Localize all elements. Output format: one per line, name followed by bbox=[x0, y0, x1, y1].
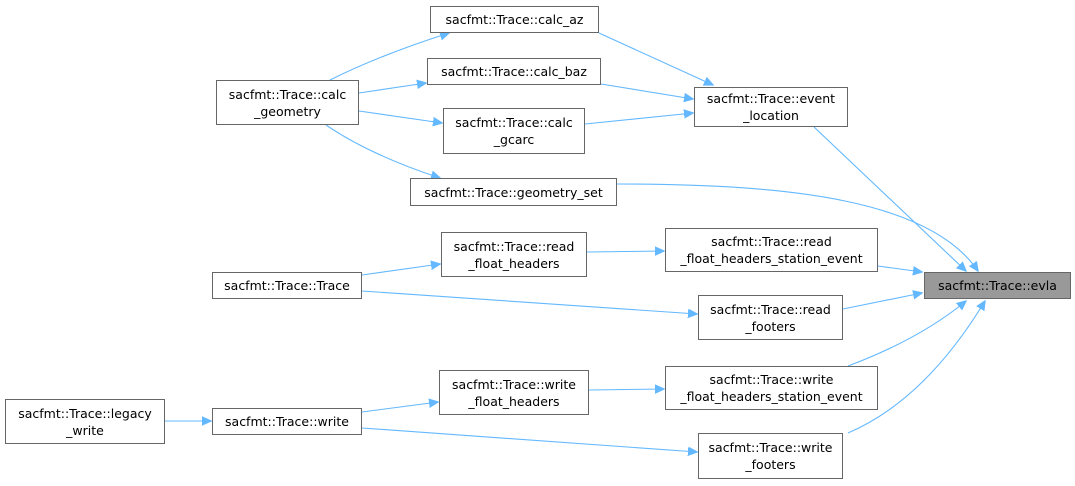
edge-calc_az-to-event_location bbox=[598, 32, 713, 85]
node-label-line: _footers bbox=[745, 457, 796, 472]
node-label-line: _float_headers_station_event bbox=[680, 251, 863, 266]
node-label-line: sacfmt::Trace::geometry_set bbox=[424, 184, 603, 200]
edge-geometry_set-to-evla bbox=[616, 183, 978, 271]
node-label-line: sacfmt::Trace::write bbox=[225, 414, 349, 429]
node-label-line: _gcarc bbox=[493, 132, 535, 147]
node-trace-ctor[interactable]: sacfmt::Trace::Trace bbox=[212, 272, 362, 299]
edge-read_float_headers_station_event-to-evla bbox=[877, 265, 922, 272]
node-label-line: _float_headers bbox=[468, 255, 560, 271]
edge-write_float_headers-to-write_float_headers_station_event bbox=[588, 389, 664, 390]
node-label-line: _location bbox=[743, 108, 799, 123]
node-label-line: sacfmt::Trace::write bbox=[709, 372, 834, 387]
node-read-float-headers-station-event[interactable]: sacfmt::Trace::read_float_headers_statio… bbox=[665, 228, 878, 272]
node-label-line: sacfmt::Trace::event bbox=[706, 91, 836, 106]
node-calc-baz[interactable]: sacfmt::Trace::calc_baz bbox=[427, 58, 601, 85]
edge-calc_geometry-to-calc_baz bbox=[358, 83, 426, 94]
node-label-line: sacfmt::Trace::read bbox=[711, 234, 832, 249]
edge-trace_ctor-to-read_float_headers bbox=[361, 264, 440, 276]
node-label-line: sacfmt::Trace::write bbox=[708, 440, 833, 455]
node-label-line: sacfmt::Trace::evla bbox=[938, 278, 1057, 293]
edge-calc_baz-to-event_location bbox=[600, 83, 693, 99]
edge-read_footers-to-evla bbox=[842, 293, 922, 310]
node-write-float-headers[interactable]: sacfmt::Trace::write_float_headers bbox=[439, 370, 589, 415]
edge-write_footers-to-evla bbox=[847, 301, 985, 434]
node-label-line: _geometry bbox=[254, 103, 321, 119]
edge-write-to-write_float_headers bbox=[361, 402, 438, 413]
node-label-line: sacfmt::Trace::read bbox=[710, 301, 831, 317]
node-calc-geometry[interactable]: sacfmt::Trace::calc_geometry bbox=[216, 80, 359, 125]
node-write-float-headers-station-event[interactable]: sacfmt::Trace::write_float_headers_stati… bbox=[665, 366, 878, 410]
edge-calc_gcarc-to-event_location bbox=[584, 113, 693, 125]
node-label-line: _float_headers bbox=[468, 393, 560, 409]
node-label-line: sacfmt::Trace::read bbox=[453, 238, 575, 254]
node-label-line: _footers bbox=[745, 318, 796, 334]
node-calc-az[interactable]: sacfmt::Trace::calc_az bbox=[430, 6, 599, 33]
node-label-line: _float_headers_station_event bbox=[680, 389, 863, 404]
node-read-float-headers[interactable]: sacfmt::Trace::read_float_headers bbox=[441, 232, 587, 277]
node-geometry-set[interactable]: sacfmt::Trace::geometry_set bbox=[410, 178, 617, 206]
edge-write-to-write_footers bbox=[361, 427, 697, 452]
edge-write_float_headers_station_event-to-evla bbox=[847, 301, 966, 367]
node-label-line: _write bbox=[66, 422, 104, 438]
node-label-line: sacfmt::Trace::calc_az bbox=[445, 12, 584, 27]
node-label-line: sacfmt::Trace::write bbox=[452, 376, 576, 392]
node-event-location[interactable]: sacfmt::Trace::event_location bbox=[694, 87, 848, 127]
edge-trace_ctor-to-read_footers bbox=[361, 290, 697, 314]
edge-calc_geometry-to-calc_gcarc bbox=[358, 110, 442, 123]
node-calc-gcarc[interactable]: sacfmt::Trace::calc_gcarc bbox=[443, 108, 585, 154]
node-read-footers[interactable]: sacfmt::Trace::read_footers bbox=[698, 295, 843, 340]
node-legacy-write[interactable]: sacfmt::Trace::legacy_write bbox=[5, 399, 165, 444]
node-label-line: sacfmt::Trace::calc bbox=[228, 86, 347, 102]
edge-event_location-to-evla bbox=[813, 126, 966, 271]
node-write-footers[interactable]: sacfmt::Trace::write_footers bbox=[698, 433, 843, 479]
edge-read_float_headers-to-read_float_headers_station_event bbox=[586, 251, 664, 252]
node-evla: sacfmt::Trace::evla bbox=[924, 272, 1071, 299]
node-label-line: sacfmt::Trace::calc_baz bbox=[441, 64, 587, 79]
node-label-line: sacfmt::Trace::Trace bbox=[224, 278, 350, 293]
edge-calc_geometry-to-calc_az bbox=[329, 33, 449, 81]
edge-calc_geometry-to-geometry_set bbox=[325, 124, 440, 178]
node-label-line: sacfmt::Trace::calc bbox=[455, 115, 573, 130]
node-label-line: sacfmt::Trace::legacy bbox=[18, 405, 152, 421]
node-write[interactable]: sacfmt::Trace::write bbox=[212, 408, 362, 435]
